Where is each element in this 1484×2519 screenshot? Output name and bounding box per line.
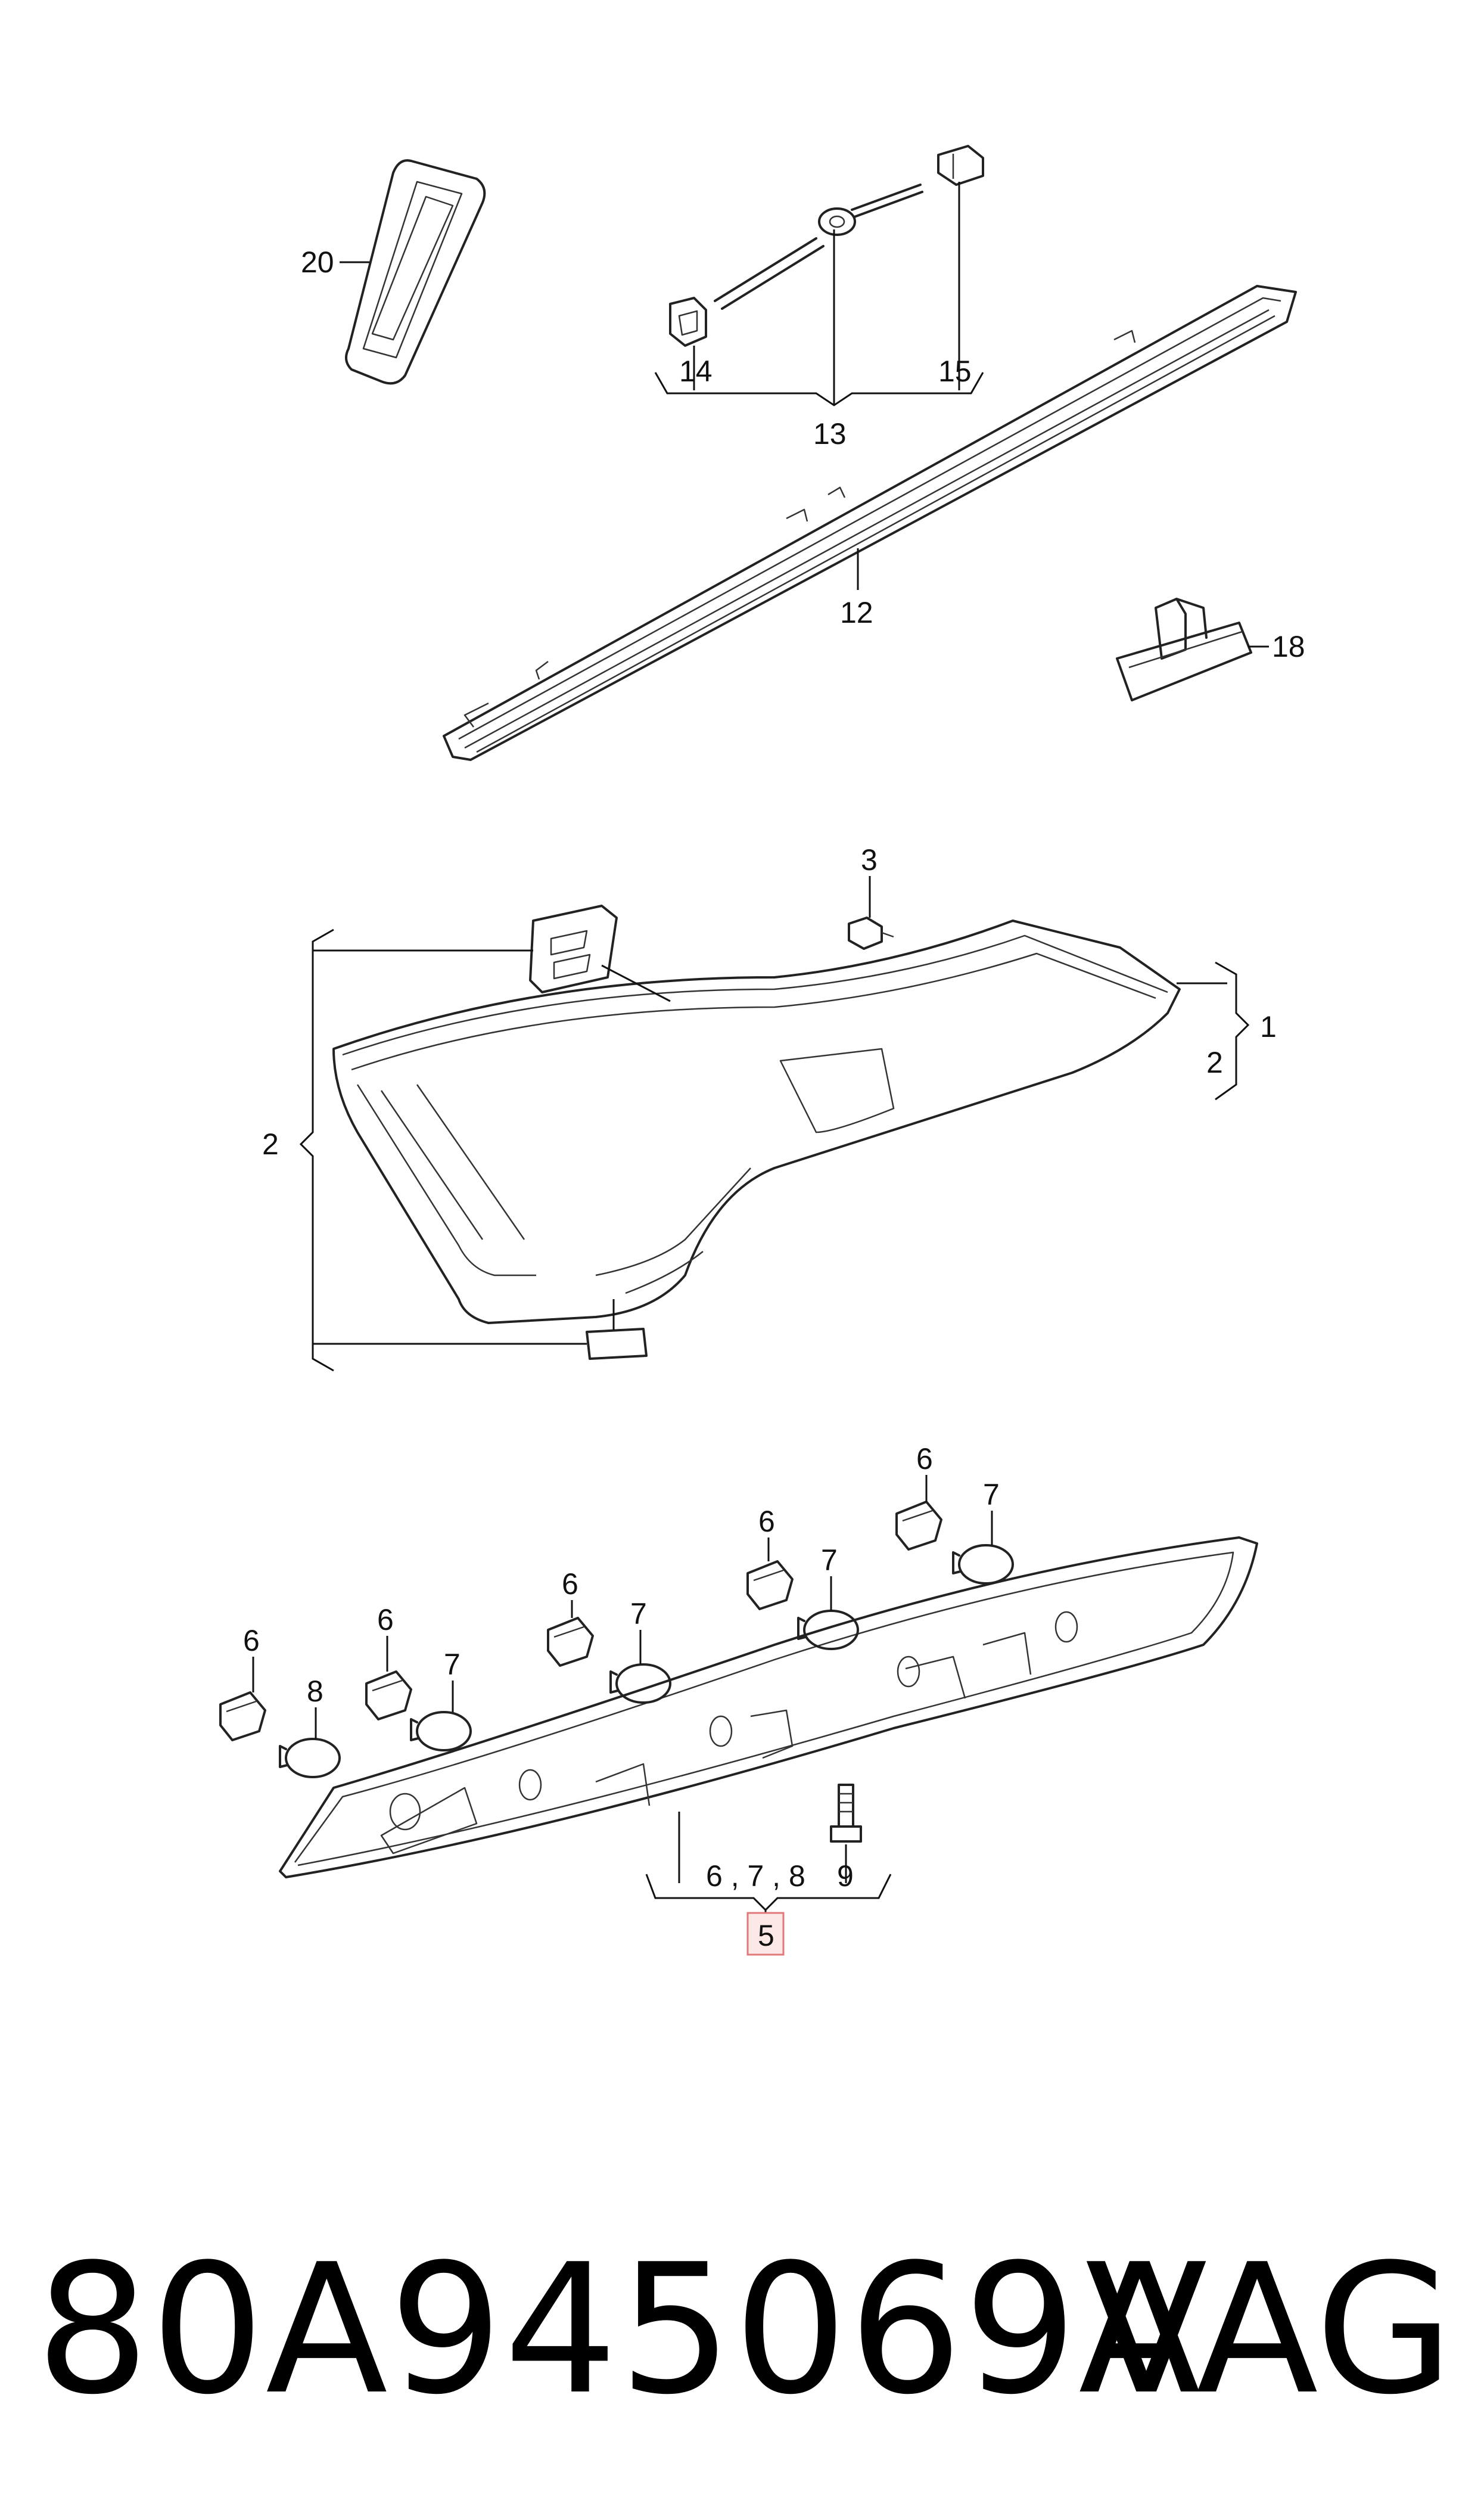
callout-7-c: 7 — [821, 1543, 838, 1577]
callout-12: 12 — [840, 596, 873, 629]
footer: 80A945069A VAG — [36, 2241, 1454, 2419]
callout-5: 5 — [758, 1919, 774, 1952]
part-15-connector — [937, 145, 984, 186]
callout-6-c: 6 — [562, 1567, 578, 1601]
brace-left-2 — [299, 928, 587, 1372]
tail-lamp-housing — [332, 920, 1181, 1324]
lamp-pad — [586, 1328, 648, 1360]
callout-3: 3 — [861, 843, 878, 877]
callout-5-highlight-box[interactable] — [746, 1912, 785, 1956]
socket-6-a — [219, 1691, 266, 1741]
part-13-wiring — [714, 184, 923, 310]
callout-6-a: 6 — [243, 1624, 260, 1657]
callout-7-a: 7 — [444, 1648, 461, 1681]
part-12-light-strip — [443, 285, 1297, 761]
part-number: 80A945069A — [36, 2226, 1202, 2434]
part-20-gasket — [345, 159, 486, 385]
callout-8: 8 — [307, 1675, 323, 1708]
callout-2-right: 2 — [1206, 1046, 1223, 1079]
callout-7-d: 7 — [983, 1478, 1000, 1511]
bulb-8 — [279, 1738, 341, 1778]
callout-9: 9 — [837, 1859, 854, 1893]
socket-6-c — [547, 1617, 594, 1667]
leader-gasket — [601, 964, 671, 1002]
socket-6-b — [365, 1670, 412, 1720]
callout-6-d: 6 — [758, 1505, 775, 1538]
brace-right-1-2 — [1177, 961, 1250, 1101]
callout-6-7-8: 6 , 7 , 8 — [706, 1859, 805, 1893]
callout-15: 15 — [938, 355, 972, 388]
part-5-lamp-carrier — [279, 1536, 1258, 1878]
bulb-socket-group — [219, 1501, 1014, 1778]
bulb-7-d — [952, 1544, 1014, 1585]
callout-6-b: 6 — [377, 1603, 394, 1636]
bulb-7-a — [410, 1711, 472, 1751]
part-9-screw — [830, 1784, 862, 1843]
callout-18: 18 — [1272, 630, 1305, 663]
exploded-view-drawing: 20 14 15 13 12 — [219, 145, 1305, 1956]
bracket-5 — [645, 1812, 892, 1913]
callout-7-b: 7 — [630, 1597, 647, 1630]
part-14-connector — [669, 297, 707, 347]
callout-6-e: 6 — [916, 1442, 933, 1476]
bulb-7-b — [609, 1663, 671, 1704]
leaders-6-7-8 — [252, 1475, 993, 1739]
callout-14: 14 — [679, 355, 713, 388]
socket-6-d — [746, 1560, 794, 1610]
bracket-13 — [654, 182, 984, 406]
part-3-nut — [848, 917, 894, 950]
callout-1: 1 — [1260, 1010, 1277, 1043]
socket-6-e — [895, 1501, 942, 1551]
callout-2-left: 2 — [262, 1128, 279, 1161]
brand-label: VAG — [1085, 2226, 1454, 2434]
callout-13: 13 — [813, 417, 847, 451]
lamp-gasket-clip — [529, 905, 618, 993]
part-18-license-lamp — [1116, 598, 1252, 701]
callout-20: 20 — [301, 246, 334, 279]
